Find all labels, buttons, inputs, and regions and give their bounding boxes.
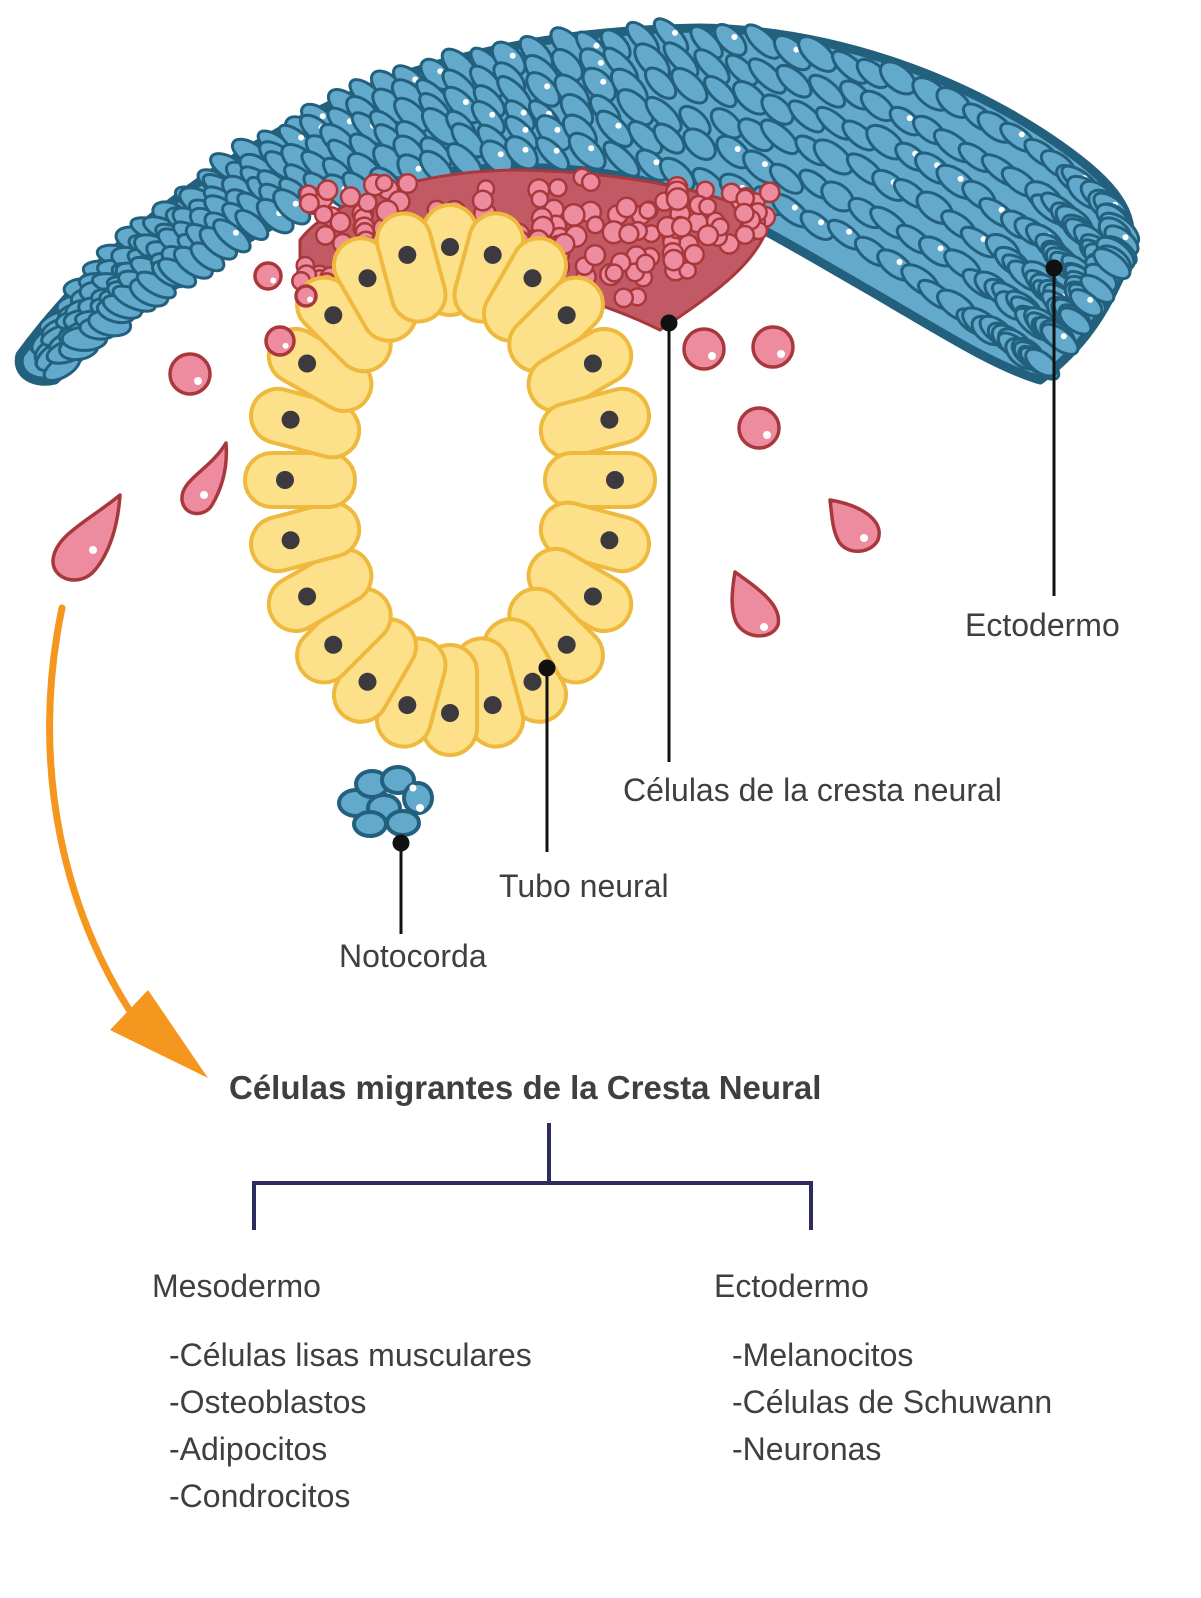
branch-bracket bbox=[252, 1123, 813, 1230]
label-cresta-neural: Células de la cresta neural bbox=[623, 772, 1002, 808]
branch-mesodermo: Mesodermo -Células lisas musculares -Ost… bbox=[152, 1268, 532, 1514]
notochord bbox=[337, 765, 434, 838]
branch-ectodermo: Ectodermo -Melanocitos -Células de Schuw… bbox=[714, 1268, 1052, 1467]
label-ectodermo: Ectodermo bbox=[965, 607, 1120, 643]
list-item: -Condrocitos bbox=[169, 1478, 350, 1514]
label-notocorda: Notocorda bbox=[339, 938, 487, 974]
notochord-cells bbox=[337, 765, 434, 838]
ectodermo-pointer bbox=[1045, 259, 1063, 277]
migrating-crest-cells bbox=[51, 261, 881, 638]
list-item: -Osteoblastos bbox=[169, 1384, 366, 1420]
list-item: -Células lisas musculares bbox=[169, 1337, 532, 1373]
list-item: -Adipocitos bbox=[169, 1431, 327, 1467]
branch-heading-ectodermo: Ectodermo bbox=[714, 1268, 869, 1304]
tube-pointer bbox=[538, 659, 556, 677]
label-tubo-neural: Tubo neural bbox=[499, 868, 669, 904]
leader-lines bbox=[392, 259, 1063, 934]
branch-heading-mesodermo: Mesodermo bbox=[152, 1268, 321, 1304]
list-item: -Melanocitos bbox=[732, 1337, 913, 1373]
list-item: -Células de Schuwann bbox=[732, 1384, 1052, 1420]
migrantes-title: Células migrantes de la Cresta Neural bbox=[229, 1069, 821, 1106]
list-item: -Neuronas bbox=[732, 1431, 881, 1467]
crest-pointer bbox=[660, 314, 678, 332]
migration-arrow bbox=[46, 604, 208, 1078]
notocorda-pointer bbox=[392, 834, 410, 852]
neural-tube bbox=[243, 203, 657, 757]
